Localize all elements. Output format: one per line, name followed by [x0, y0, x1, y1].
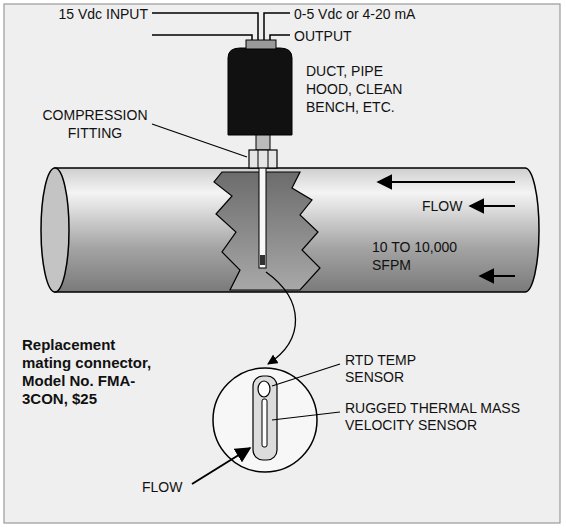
- signal-label: 0-5 Vdc or 4-20 mA OUTPUT: [294, 3, 454, 47]
- rtd-sensor: [258, 381, 270, 397]
- velocity-range: 10 TO 10,000 SFPM: [372, 238, 482, 274]
- leader-line: [272, 412, 340, 420]
- input-wire: [152, 13, 258, 40]
- part-label: RTD TEMP SENSOR: [345, 352, 440, 386]
- leader-line: [152, 124, 247, 157]
- part-label: COMPRESSION FITTING: [20, 106, 170, 142]
- flow-arrow: [192, 448, 250, 484]
- sensor-tip: [253, 376, 277, 460]
- leader-line: [272, 364, 340, 386]
- connector: [246, 40, 276, 49]
- input-wire: [152, 35, 252, 40]
- output-wire: [264, 13, 290, 40]
- flow-arrow: [470, 205, 515, 207]
- fitting-edge: [258, 150, 259, 168]
- pipe: [55, 168, 539, 292]
- pipe-end: [41, 168, 69, 292]
- frame: [4, 4, 560, 523]
- application-note: DUCT, PIPE HOOD, CLEAN BENCH, ETC.: [306, 62, 416, 116]
- flow-arrow: [378, 181, 515, 183]
- part-label: RUGGED THERMAL MASS VELOCITY SENSOR: [345, 400, 535, 434]
- output-wire: [270, 35, 290, 40]
- compression-fitting: [249, 150, 277, 168]
- velocity-sensor: [262, 399, 267, 447]
- accessory-note: Replacement mating connector, Model No. …: [22, 336, 152, 408]
- detail-circle: [213, 368, 317, 472]
- signal-label: 15 Vdc INPUT: [58, 3, 148, 25]
- fitting-edge: [268, 150, 269, 168]
- zoom-arrow: [266, 272, 296, 364]
- fitting-neck: [256, 134, 270, 150]
- flow-arrow: [480, 275, 515, 277]
- flow-label: FLOW: [422, 197, 466, 215]
- transmitter-housing: [228, 48, 292, 135]
- probe-stem: [259, 160, 266, 268]
- flow-label: FLOW: [142, 478, 188, 496]
- probe-tip: [260, 255, 265, 265]
